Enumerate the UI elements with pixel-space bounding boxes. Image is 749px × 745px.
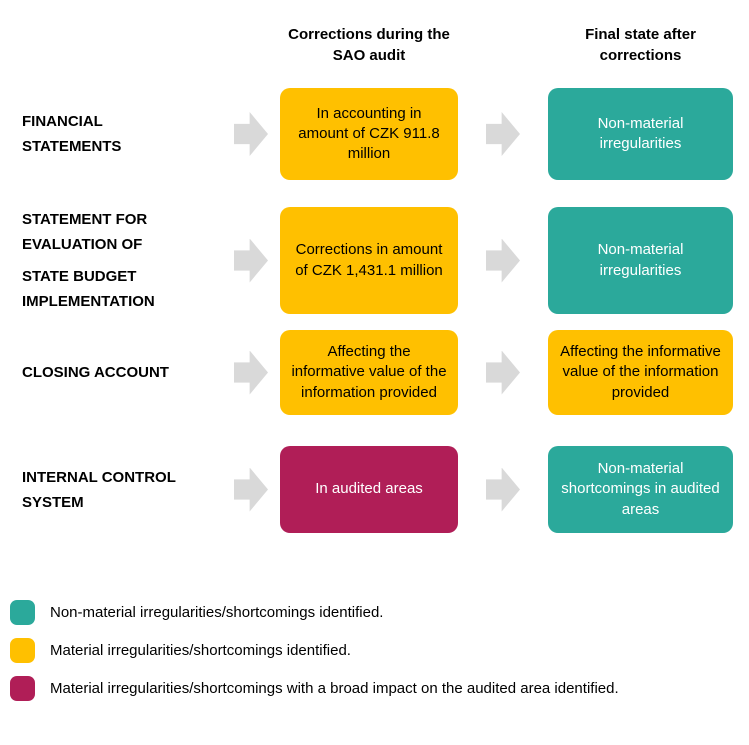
legend-swatch-crimson-icon: [10, 676, 35, 701]
row-label-line: INTERNAL CONTROL SYSTEM: [22, 468, 176, 511]
final-box: Non-material irregularities: [548, 207, 733, 314]
during-box: In audited areas: [280, 446, 458, 533]
arrow-right-icon: [486, 467, 520, 512]
arrow-right-icon: [234, 238, 268, 283]
legend-item: Material irregularities/shortcomings ide…: [10, 638, 749, 663]
arrow-cell: [458, 88, 548, 180]
legend: Non-material irregularities/shortcomings…: [0, 600, 749, 701]
arrow-right-icon: [234, 350, 268, 395]
row-label-line: STATE BUDGET IMPLEMENTATION: [22, 268, 155, 310]
arrow-right-icon: [486, 112, 520, 156]
arrow-cell: [222, 446, 280, 533]
arrow-cell: [458, 446, 548, 533]
diagram-row-closing-account: CLOSING ACCOUNT Affecting the informativ…: [0, 330, 749, 415]
diagram-row-internal-control: INTERNAL CONTROL SYSTEM In audited areas…: [0, 446, 749, 533]
arrow-right-icon: [234, 112, 268, 156]
row-label-line: FINANCIAL STATEMENTS: [22, 113, 122, 155]
during-box: Affecting the informative value of the i…: [280, 330, 458, 415]
column-headers: Corrections during the SAO audit Final s…: [0, 24, 749, 76]
legend-label: Non-material irregularities/shortcomings…: [50, 604, 384, 621]
arrow-cell: [458, 207, 548, 314]
legend-label: Material irregularities/shortcomings wit…: [50, 680, 619, 697]
row-label: FINANCIAL STATEMENTS: [22, 88, 204, 180]
row-label-line: STATEMENT FOR EVALUATION OF: [22, 211, 148, 253]
legend-item: Non-material irregularities/shortcomings…: [10, 600, 749, 625]
diagram-row-financial-statements: FINANCIAL STATEMENTS In accounting in am…: [0, 88, 749, 180]
arrow-right-icon: [486, 238, 520, 283]
row-label: INTERNAL CONTROL SYSTEM: [22, 446, 204, 533]
during-box: In accounting in amount of CZK 911.8 mil…: [280, 88, 458, 180]
row-label: CLOSING ACCOUNT: [22, 330, 204, 415]
diagram-row-state-budget: STATEMENT FOR EVALUATION OF STATE BUDGET…: [0, 207, 749, 314]
arrow-right-icon: [234, 467, 268, 512]
arrow-right-icon: [486, 350, 520, 395]
column-header-corrections: Corrections during the SAO audit: [288, 26, 450, 64]
arrow-cell: [458, 330, 548, 415]
legend-item: Material irregularities/shortcomings wit…: [10, 676, 749, 701]
arrow-cell: [222, 330, 280, 415]
legend-swatch-yellow-icon: [10, 638, 35, 663]
arrow-cell: [222, 88, 280, 180]
row-label-line: CLOSING ACCOUNT: [22, 364, 169, 381]
audit-corrections-diagram: Corrections during the SAO audit Final s…: [0, 24, 749, 745]
column-header-final: Final state after corrections: [585, 26, 696, 64]
row-label: STATEMENT FOR EVALUATION OF STATE BUDGET…: [22, 207, 204, 314]
final-box: Non-material shortcomings in audited are…: [548, 446, 733, 533]
final-box: Affecting the informative value of the i…: [548, 330, 733, 415]
legend-swatch-teal-icon: [10, 600, 35, 625]
arrow-cell: [222, 207, 280, 314]
final-box: Non-material irregularities: [548, 88, 733, 180]
legend-label: Material irregularities/shortcomings ide…: [50, 642, 351, 659]
during-box: Corrections in amount of CZK 1,431.1 mil…: [280, 207, 458, 314]
